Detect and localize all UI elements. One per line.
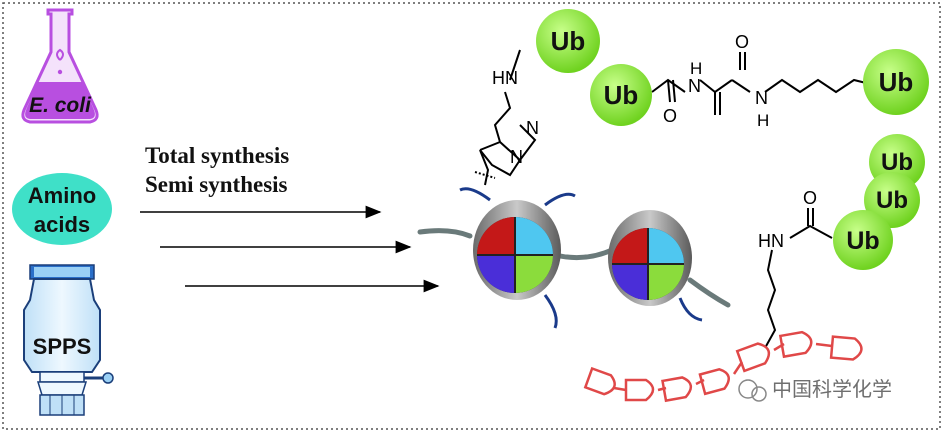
- nucleosome-left: [473, 200, 561, 300]
- nucleosome-right: [608, 210, 692, 306]
- atom-o: O: [803, 188, 817, 208]
- dha-linker-structure: [651, 52, 871, 115]
- amino-label-line1: Amino: [28, 183, 96, 208]
- flask-icon: [21, 8, 99, 124]
- semi-synthesis-label: Semi synthesis: [145, 172, 288, 197]
- atom-n: N: [688, 76, 701, 96]
- atom-hn: HN: [492, 68, 518, 88]
- histone-tail: [543, 294, 558, 329]
- atom-h: H: [757, 111, 769, 130]
- histone-tail: [459, 187, 491, 202]
- histone-tail: [544, 192, 576, 207]
- spps-reactor-icon: [23, 264, 114, 416]
- atom-o: O: [735, 32, 749, 52]
- atom-n: N: [526, 118, 539, 138]
- spps-label: SPPS: [33, 334, 92, 359]
- dna-linker-middle: [552, 247, 615, 261]
- triazole-ub-structure: [474, 49, 537, 186]
- atom-o: O: [663, 106, 677, 126]
- ub-label-right: Ub: [879, 67, 914, 97]
- ub-left-sphere: [590, 64, 652, 126]
- ecoli-label: E. coli: [29, 94, 92, 117]
- ub-chain-label-2: Ub: [876, 187, 908, 214]
- atom-h: H: [690, 59, 702, 78]
- isopeptide-linker-structure: [764, 208, 833, 349]
- amino-acids-bubble: [12, 173, 112, 245]
- dna-linker-right: [687, 277, 731, 308]
- atom-hn: HN: [758, 231, 784, 251]
- ub-chain-sphere-2: [864, 172, 920, 228]
- amino-label-line2: acids: [34, 212, 90, 237]
- histone-tail: [678, 297, 703, 322]
- ub-chain-label-1: Ub: [881, 149, 913, 176]
- wechat-icon: [738, 379, 758, 399]
- peptide-chain: [583, 330, 863, 403]
- atom-n: N: [510, 147, 523, 167]
- dna-linker-left: [417, 228, 473, 239]
- ub-chain-sphere-3: [833, 210, 893, 270]
- ub-right-sphere: [863, 49, 929, 115]
- atom-n: N: [755, 88, 768, 108]
- ub-label-left: Ub: [604, 80, 639, 110]
- total-synthesis-label: Total synthesis: [145, 143, 289, 168]
- ub-label-top: Ub: [551, 26, 586, 56]
- ub-top-sphere: [536, 9, 600, 73]
- watermark-text: 中国科学化学: [772, 378, 892, 401]
- wechat-watermark: 中国科学化学: [738, 378, 892, 402]
- ub-chain-label-3: Ub: [846, 227, 879, 255]
